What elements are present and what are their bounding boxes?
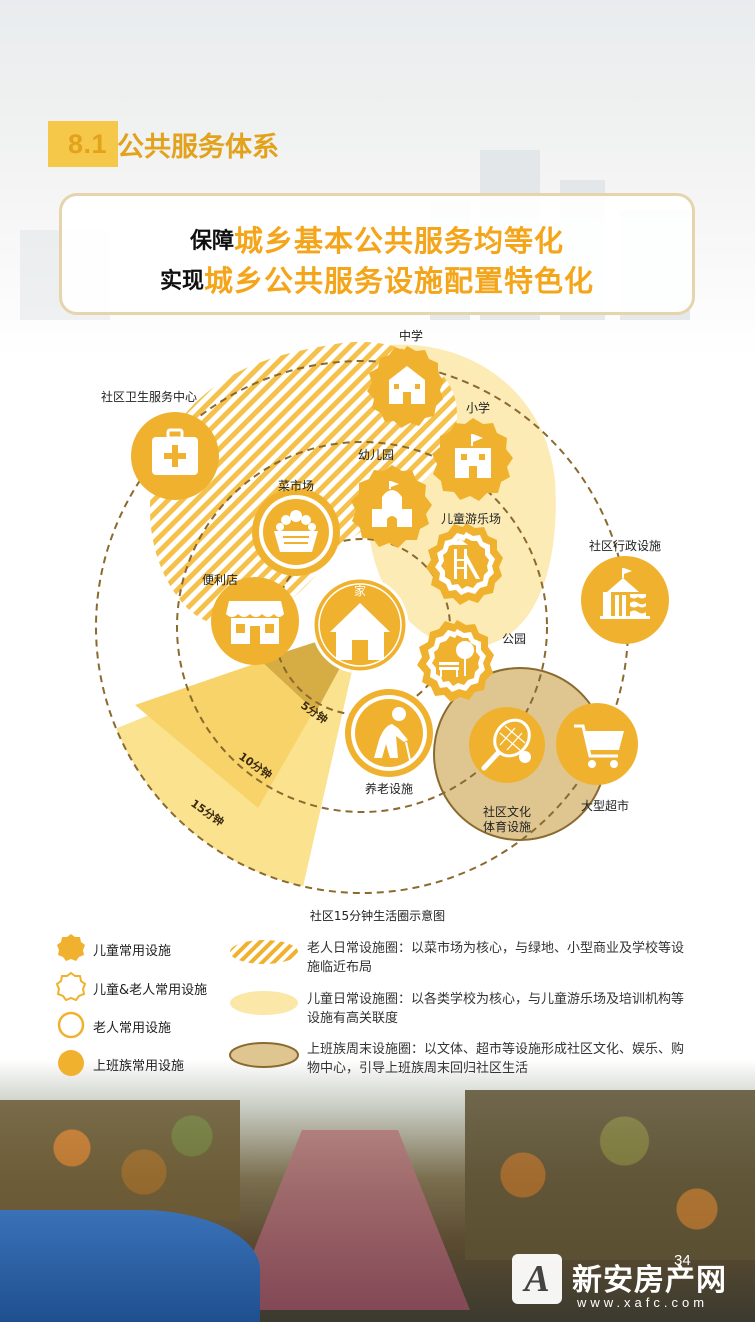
- health-center-node: [131, 412, 219, 500]
- kindergarten-node: [351, 465, 432, 548]
- house-icon: [330, 603, 390, 660]
- home-label: 家: [354, 583, 366, 598]
- label-health-center: 社区卫生服务中心: [101, 390, 198, 404]
- watermark-url: www.xafc.com: [577, 1295, 709, 1310]
- castle-icon: [372, 481, 412, 527]
- supermarket-node: [556, 703, 638, 785]
- slogan-line2-prefix: 实现: [159, 269, 204, 294]
- legend-children-circle-desc: 儿童日常设施圈：以各类学校为核心，与儿童游乐场及培训机构等设施有高关联度: [307, 992, 685, 1026]
- label-park: 公园: [502, 632, 527, 646]
- label-store: 便利店: [202, 573, 239, 587]
- label-primary-school: 小学: [465, 401, 491, 415]
- label-admin: 社区行政设施: [588, 539, 662, 553]
- legend-children-facilities: 儿童常用设施: [93, 944, 172, 959]
- circle-solid-icon: [58, 1050, 84, 1076]
- store-node: [211, 577, 299, 665]
- elderly-daily-circle: [150, 341, 458, 626]
- admin-building-icon: [600, 568, 650, 619]
- slide-icon: [453, 539, 480, 579]
- legend-elderly-circle-desc: 老人日常设施圈：以菜市场为核心，与绿地、小型商业及学校等设施临近布局: [307, 941, 685, 975]
- school-icon: [389, 366, 425, 404]
- slogan-banner: 保障城乡基本公共服务均等化 实现城乡公共服务设施配置特色化: [59, 193, 695, 315]
- basket-icon: [274, 510, 318, 552]
- label-elderly: 养老设施: [364, 782, 414, 796]
- label-market: 菜市场: [277, 479, 315, 493]
- legend-weekend-circle-desc: 上班族周末设施圈：以文体、超市等设施形成社区文化、娱乐、购物中心，引导上班族周末…: [307, 1042, 685, 1076]
- storefront-icon: [226, 601, 284, 644]
- elder-cane-icon: [374, 707, 411, 761]
- legend-elderly-facilities: 老人常用设施: [93, 1021, 172, 1036]
- page-number: 34: [674, 1252, 691, 1269]
- primary-school-node: [432, 418, 513, 501]
- legend-worker-facilities: 上班族常用设施: [93, 1059, 185, 1074]
- slogan-line2-highlight: 城乡公共服务设施配置特色化: [204, 264, 595, 298]
- playground-node: [426, 523, 503, 605]
- gear-outline-icon: [55, 971, 87, 1002]
- light-ellipse-icon: [230, 991, 298, 1015]
- ring-10min: [176, 441, 548, 813]
- gear-solid-icon: [57, 934, 85, 961]
- culture-sports-node: [469, 707, 545, 783]
- park-bench-icon: [439, 641, 474, 677]
- elderly-node: [345, 689, 433, 777]
- circle-outline-icon: [57, 1011, 85, 1039]
- park-aerial-photo: [0, 1060, 755, 1322]
- school-flag-icon: [455, 434, 491, 478]
- medical-bag-icon: [152, 428, 198, 475]
- watermark-logo: A: [512, 1254, 562, 1304]
- home-node: 家: [311, 576, 409, 674]
- slogan-line1-prefix: 保障: [189, 229, 234, 254]
- watermark-name: 新安房产网: [572, 1263, 727, 1298]
- label-middle-school: 中学: [398, 329, 424, 343]
- diagram-caption: 社区15分钟生活圈示意图: [309, 909, 446, 923]
- park-node: [417, 620, 494, 702]
- slogan-line1-highlight: 城乡基本公共服务均等化: [234, 224, 565, 258]
- label-supermarket: 大型超市: [580, 799, 630, 813]
- market-node: [252, 488, 340, 576]
- label-playground: 儿童游乐场: [441, 512, 502, 526]
- middle-school-node: [367, 346, 444, 428]
- section-number: 8.1: [68, 128, 108, 159]
- shopping-cart-icon: [574, 724, 624, 768]
- label-culture-sports: 社区文化 体育设施: [482, 805, 532, 834]
- legend-children-elderly-facilities: 儿童&老人常用设施: [93, 983, 208, 998]
- label-kindergarten: 幼儿园: [357, 448, 395, 462]
- section-heading: 8.1 公共服务体系: [48, 121, 279, 167]
- tennis-racket-icon: [481, 718, 531, 771]
- admin-node: [581, 556, 669, 644]
- section-heading-marker: [48, 121, 118, 167]
- section-title: 公共服务体系: [117, 131, 280, 163]
- hatched-ellipse-icon: [230, 940, 298, 964]
- tan-ellipse-icon: [229, 1042, 299, 1068]
